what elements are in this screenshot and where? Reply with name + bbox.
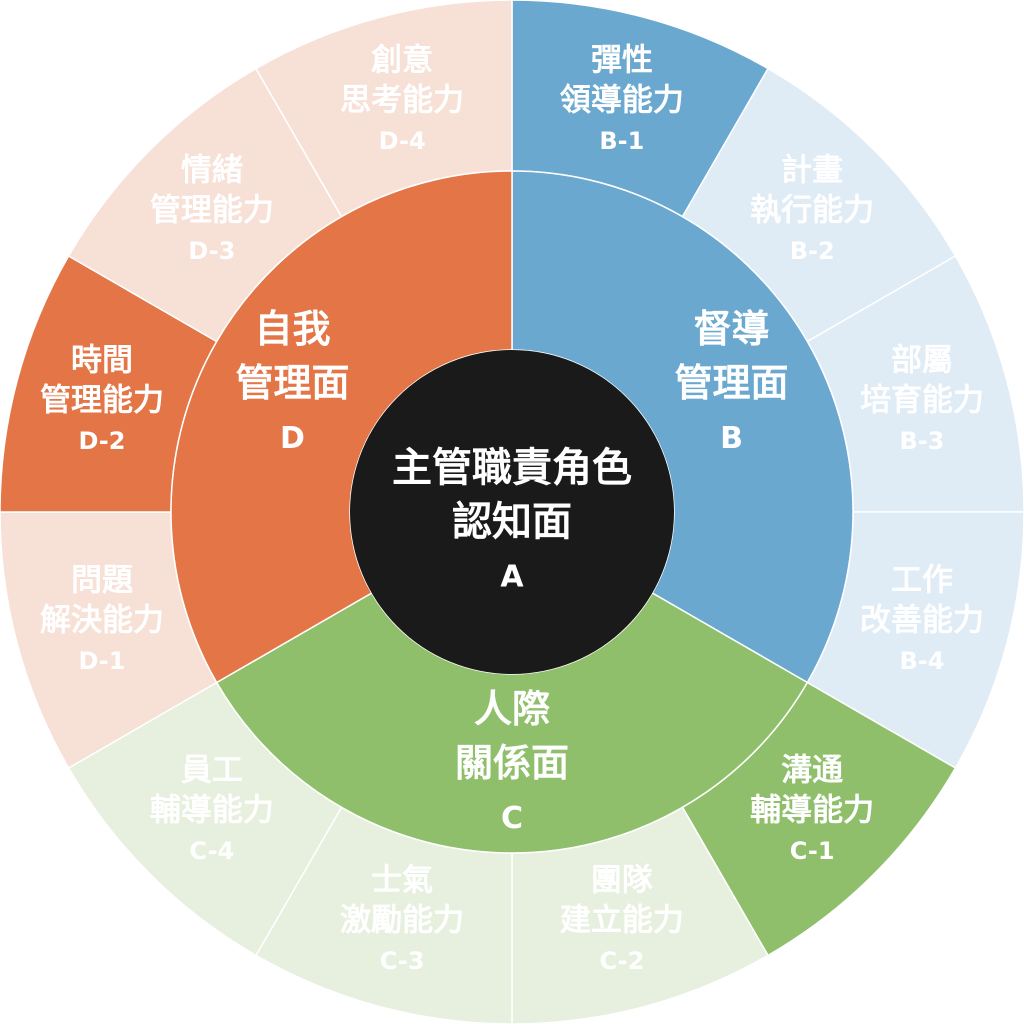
segment-d-4-code: D-4 bbox=[379, 127, 426, 155]
segment-d-1-code: D-1 bbox=[78, 647, 125, 675]
area-d-label-line-1: 自我 bbox=[254, 307, 330, 351]
segment-d-2-label-line-2: 管理能力 bbox=[40, 383, 164, 419]
area-c-label-line-2: 關係面 bbox=[455, 741, 569, 785]
area-b-label-line-1: 督導 bbox=[694, 307, 770, 351]
segment-b-2-code: B-2 bbox=[790, 237, 835, 265]
segment-c-3-label-line-2: 激勵能力 bbox=[340, 903, 464, 939]
segment-c-4-label-line-1: 員工 bbox=[181, 753, 243, 789]
center-label-line-1: 主管職責角色 bbox=[392, 445, 632, 491]
segment-c-1-label-line-2: 輔導能力 bbox=[750, 793, 874, 829]
segment-c-3-code: C-3 bbox=[380, 947, 425, 975]
segment-c-1-label-line-1: 溝通 bbox=[781, 753, 843, 789]
segment-b-4-label-line-2: 改善能力 bbox=[860, 602, 984, 638]
segment-d-2-code: D-2 bbox=[78, 427, 125, 455]
segment-c-4-label-line-2: 輔導能力 bbox=[150, 793, 274, 829]
segment-b-4-label-line-1: 工作 bbox=[891, 562, 953, 598]
center-label-line-2: 認知面 bbox=[452, 499, 572, 545]
segment-b-3-code: B-3 bbox=[900, 427, 945, 455]
segment-b-1-label-line-2: 領導能力 bbox=[560, 82, 684, 118]
segment-d-3-code: D-3 bbox=[188, 237, 235, 265]
segment-c-2-code: C-2 bbox=[599, 947, 644, 975]
segment-d-1-label-line-1: 問題 bbox=[71, 562, 133, 598]
segment-b-1-code: B-1 bbox=[599, 127, 644, 155]
segment-b-4-code: B-4 bbox=[900, 647, 945, 675]
segment-d-3-label-line-1: 情緒 bbox=[181, 152, 243, 188]
area-b-label-line-2: 管理面 bbox=[675, 361, 789, 405]
segment-d-3-label-line-2: 管理能力 bbox=[150, 192, 274, 228]
segment-b-2-label-line-2: 執行能力 bbox=[750, 192, 874, 228]
segment-d-1-label-line-2: 解決能力 bbox=[40, 602, 164, 638]
area-d-code: D bbox=[280, 421, 305, 456]
area-d-label-line-2: 管理面 bbox=[235, 361, 349, 405]
segment-c-1-code: C-1 bbox=[790, 837, 835, 865]
segment-d-4-label-line-2: 思考能力 bbox=[340, 82, 464, 118]
segment-c-2-label-line-1: 團隊 bbox=[591, 863, 653, 899]
segment-b-3-label-line-1: 部屬 bbox=[891, 343, 953, 379]
center-circle bbox=[350, 350, 674, 674]
segment-b-2-label-line-1: 計畫 bbox=[781, 152, 843, 188]
segment-c-4-code: C-4 bbox=[189, 837, 234, 865]
segment-d-4-label-line-1: 創意 bbox=[371, 42, 433, 78]
area-c-code: C bbox=[501, 801, 523, 836]
area-c-label-line-1: 人際 bbox=[474, 687, 550, 731]
segment-b-1-label-line-1: 彈性 bbox=[591, 42, 653, 78]
center-code: A bbox=[500, 560, 524, 595]
segment-c-2-label-line-2: 建立能力 bbox=[560, 903, 684, 939]
segment-c-3-label-line-1: 士氣 bbox=[371, 863, 433, 899]
area-b-code: B bbox=[720, 421, 743, 456]
segment-d-2-label-line-1: 時間 bbox=[71, 343, 133, 379]
segment-b-3-label-line-2: 培育能力 bbox=[860, 383, 984, 419]
